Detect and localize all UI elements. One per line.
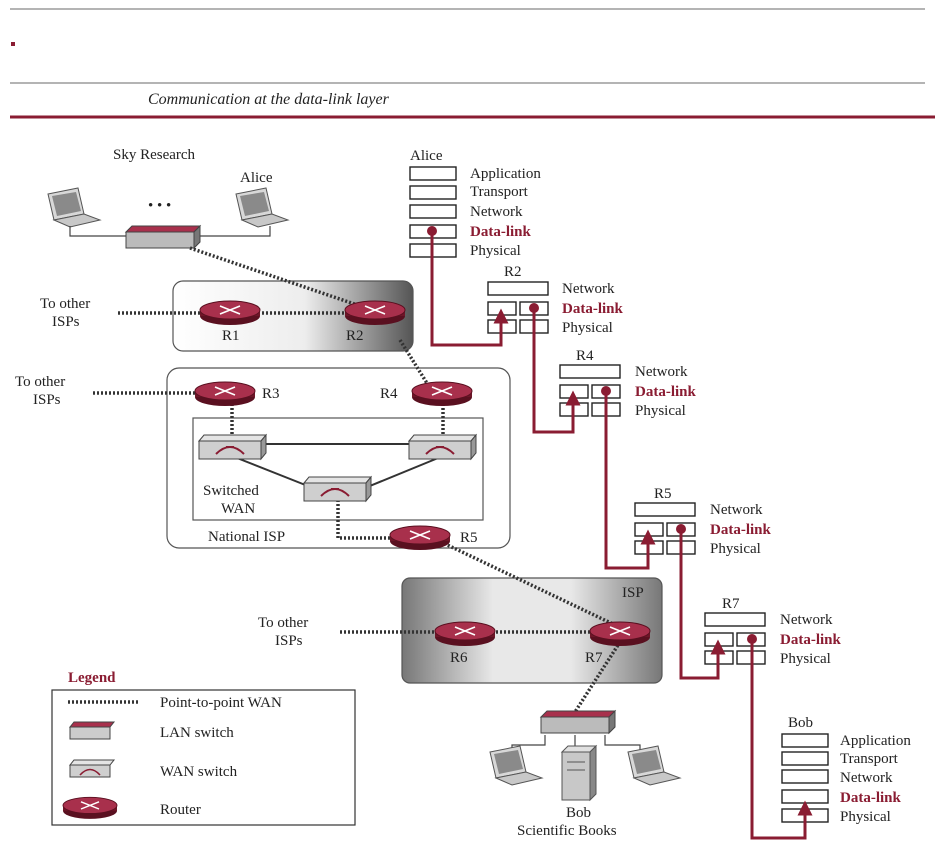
national-isp-label: National ISP [208, 529, 285, 545]
svg-text:Application: Application [470, 166, 541, 182]
router-icon [344, 300, 406, 326]
legend-wan-switch-icon [69, 764, 111, 778]
svg-text:Data-link: Data-link [710, 522, 772, 538]
svg-text:R7: R7 [722, 596, 740, 612]
svg-text:Transport: Transport [840, 751, 899, 767]
svg-text:Data-link: Data-link [780, 632, 842, 648]
router-label-r3: R3 [262, 386, 280, 402]
svg-text:Data-link: Data-link [470, 224, 532, 240]
laptop-icon [489, 745, 543, 786]
switched-wan-label: Switched [203, 483, 259, 499]
router-label-r7: R7 [585, 650, 603, 666]
svg-text:Alice: Alice [410, 148, 443, 164]
svg-text:Physical: Physical [780, 651, 831, 667]
to-other-isps-2: To other [15, 374, 65, 390]
svg-text:Bob: Bob [788, 715, 813, 731]
switched-wan-label-2: WAN [221, 501, 255, 517]
lan-switch-icon [540, 710, 616, 734]
router-icon [589, 621, 651, 647]
legend-item-wan-switch: WAN switch [160, 764, 238, 780]
svg-text:Transport: Transport [470, 184, 529, 200]
svg-text:Application: Application [840, 733, 911, 749]
bullet-mark [11, 42, 15, 46]
legend-router-icon [62, 796, 118, 820]
svg-text:Network: Network [840, 770, 893, 786]
svg-text:Data-link: Data-link [840, 790, 902, 806]
legend-item-router: Router [160, 802, 201, 818]
r2-stack: R2 Network Data-link Physical [487, 264, 624, 336]
to-other-isps-1b: ISPs [52, 314, 80, 330]
svg-text:Network: Network [780, 612, 833, 628]
svg-text:Network: Network [470, 204, 523, 220]
alice-site-label: Alice [240, 170, 273, 186]
router-label-r4: R4 [380, 386, 398, 402]
sky-research-label: Sky Research [113, 147, 196, 163]
svg-text:Physical: Physical [470, 243, 521, 259]
to-other-isps-3b: ISPs [275, 633, 303, 649]
r4-stack: R4 Network Data-link Physical [559, 348, 697, 419]
svg-text:Physical: Physical [840, 809, 891, 825]
router-icon [199, 300, 261, 326]
svg-text:Data-link: Data-link [562, 301, 624, 317]
server-icon [560, 744, 598, 802]
to-other-isps-3: To other [258, 615, 308, 631]
legend-item-wan: Point-to-point WAN [160, 695, 282, 711]
laptop-icon [627, 745, 681, 786]
lan-switch-icon [125, 225, 201, 249]
router-icon [434, 621, 496, 647]
svg-text:R2: R2 [504, 264, 522, 280]
legend-lan-icon [69, 726, 111, 740]
router-icon [411, 381, 473, 407]
wan-switch-icon [408, 434, 477, 460]
figure-caption: Communication at the data-link layer [148, 91, 390, 108]
svg-text:Network: Network [635, 364, 688, 380]
bob-stack: Bob Application Transport Network Data-l… [781, 715, 911, 825]
isp-label: ISP [622, 585, 644, 601]
ellipsis-label: • • • [148, 198, 171, 214]
data-link-path [427, 226, 813, 840]
legend-title: Legend [68, 670, 116, 686]
r5-stack: R5 Network Data-link Physical [634, 486, 772, 557]
scientific-books-label: Scientific Books [517, 823, 617, 839]
to-other-isps-2b: ISPs [33, 392, 61, 408]
bob-site-label: Bob [566, 805, 591, 821]
svg-text:Physical: Physical [710, 541, 761, 557]
to-other-isps-1: To other [40, 296, 90, 312]
svg-text:Network: Network [710, 502, 763, 518]
svg-text:Physical: Physical [562, 320, 613, 336]
svg-text:Network: Network [562, 281, 615, 297]
laptop-icon [47, 187, 101, 228]
r7-stack: R7 Network Data-link Physical [704, 596, 842, 667]
svg-text:R5: R5 [654, 486, 672, 502]
router-icon [389, 525, 451, 551]
router-label-r5: R5 [460, 530, 478, 546]
router-label-r2: R2 [346, 328, 364, 344]
router-label-r6: R6 [450, 650, 468, 666]
alice-stack: Alice Application Transport Network Data… [409, 148, 541, 259]
router-icon [194, 381, 256, 407]
svg-text:R4: R4 [576, 348, 594, 364]
wan-switch-icon [303, 476, 372, 502]
laptop-icon [235, 187, 289, 228]
legend-item-lan: LAN switch [160, 725, 234, 741]
svg-text:Physical: Physical [635, 403, 686, 419]
svg-text:Data-link: Data-link [635, 384, 697, 400]
wan-switch-icon [198, 434, 267, 460]
r1-r2-box [172, 280, 414, 352]
router-label-r1: R1 [222, 328, 240, 344]
